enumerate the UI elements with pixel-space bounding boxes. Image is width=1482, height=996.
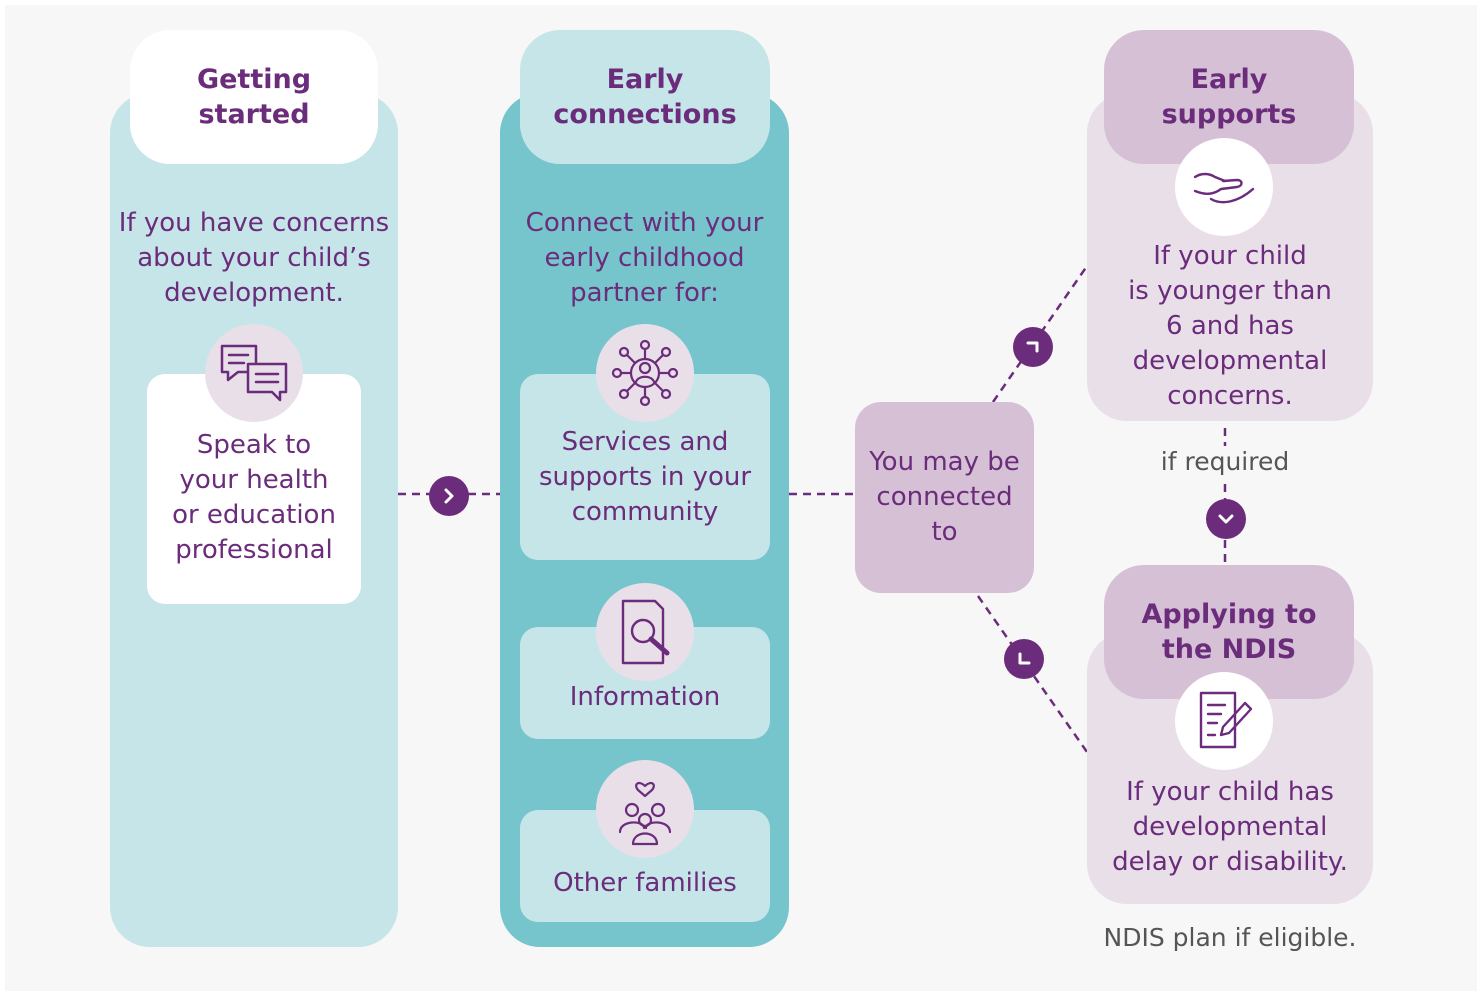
getting-started-title: Getting started: [196, 64, 312, 130]
form-pencil-icon: [1175, 672, 1273, 770]
open-hand-icon: [1175, 138, 1273, 236]
if-required-label: if required: [1125, 446, 1325, 478]
document-search-icon: [596, 583, 694, 681]
corner-down-right-icon: [1018, 652, 1031, 665]
information-card-text: Information: [569, 682, 721, 712]
professional-card-text: Speak to your health or education profes…: [172, 430, 336, 565]
chat-bubbles-icon: [205, 324, 303, 422]
chevron-down-icon: [1218, 514, 1234, 524]
services-card-text: Services and supports in your community: [538, 427, 752, 527]
getting-started-header: Getting started: [130, 30, 378, 164]
chevron-right-icon: [444, 488, 454, 504]
early-connections-description: Connect with your early childhood partne…: [525, 208, 764, 308]
arrow-right-badge: [429, 476, 469, 516]
decision-node: You may be connected to: [855, 402, 1034, 593]
applying-ndis-description: If your child has developmental delay or…: [1112, 777, 1348, 877]
early-supports-title: Early supports: [1161, 64, 1297, 130]
early-supports-description: If your child is younger than 6 and has …: [1128, 241, 1332, 411]
arrow-up-right-badge: [1013, 327, 1053, 367]
family-heart-icon: [596, 760, 694, 858]
other-families-card-text: Other families: [553, 868, 737, 898]
corner-up-right-icon: [1026, 341, 1039, 353]
early-connections-title: Early connections: [553, 64, 737, 130]
community-network-icon: [596, 324, 694, 422]
arrow-down-right-badge: [1004, 639, 1044, 679]
ndis-plan-note: NDIS plan if eligible.: [1103, 923, 1357, 952]
connector-decision-to-ndis: [976, 595, 1089, 753]
applying-ndis-title: Applying to the NDIS: [1141, 599, 1317, 665]
early-connections-header: Early connections: [520, 30, 770, 164]
decision-node-text: You may be connected to: [869, 447, 1020, 547]
getting-started-description: If you have concerns about your child’s …: [118, 208, 390, 308]
arrow-down-badge: [1206, 499, 1246, 539]
